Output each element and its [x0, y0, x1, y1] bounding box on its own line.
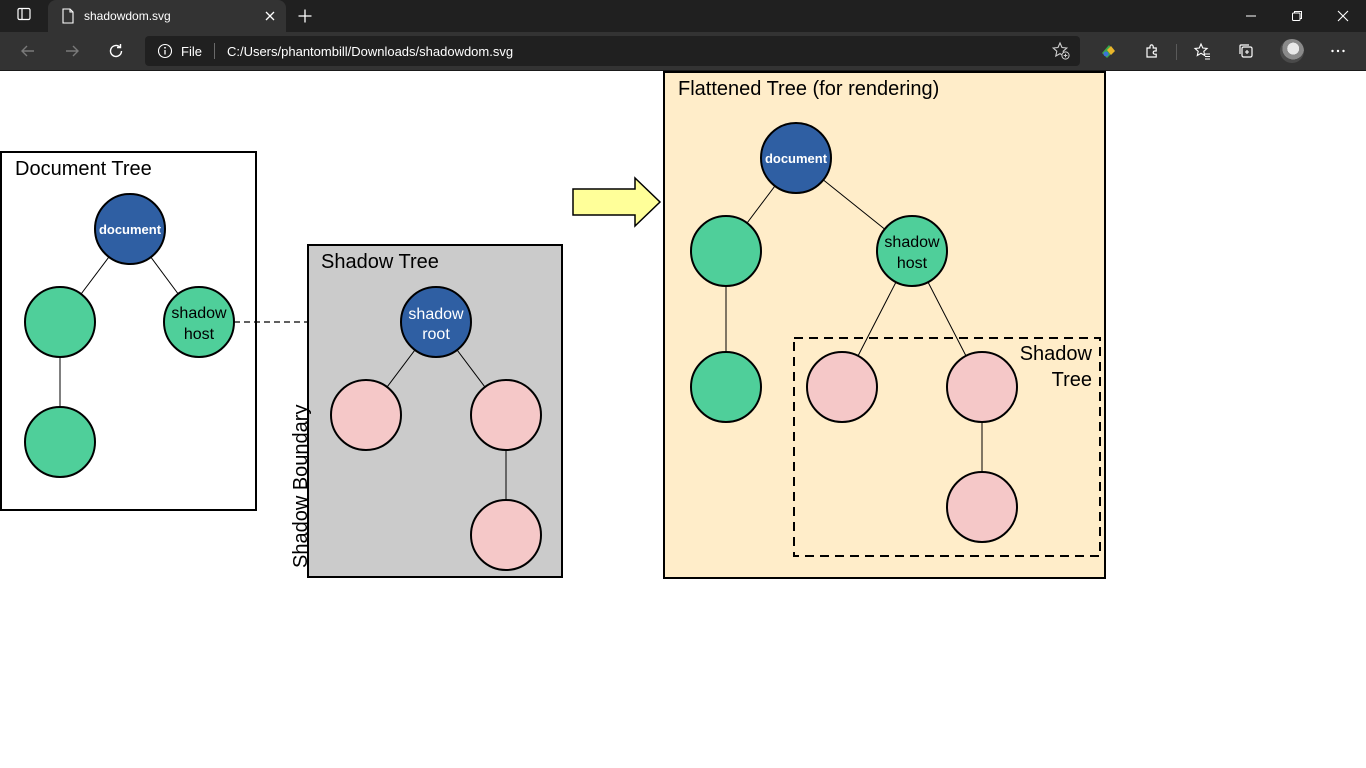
close-tab-button[interactable] [258, 4, 282, 28]
url-text[interactable]: C:/Users/phantombill/Downloads/shadowdom… [226, 43, 514, 59]
shadow-root-label-line1: shadow [408, 306, 464, 323]
tab-actions-button[interactable] [8, 4, 40, 28]
favorites-button[interactable] [1186, 36, 1218, 66]
more-icon [1331, 49, 1345, 53]
close-window-button[interactable] [1320, 0, 1366, 32]
favorites-icon [1193, 42, 1210, 60]
back-arrow-icon [21, 45, 34, 57]
avatar[interactable] [1280, 39, 1304, 63]
address-separator [213, 43, 215, 59]
extension-color-icon [1102, 45, 1115, 58]
shadow-tree-region-label-line1: Shadow [1020, 343, 1093, 365]
shadow-tree-title: Shadow Tree [321, 251, 439, 273]
shadow-element-node [806, 351, 878, 423]
document-node [94, 193, 166, 265]
collections-icon [1239, 44, 1253, 58]
shadow-element-node [470, 499, 542, 571]
shadow-tree-region [793, 337, 1101, 557]
element-node [24, 406, 96, 478]
element-node [24, 286, 96, 358]
shadow-host-label-line2: host [184, 326, 215, 343]
tab-actions-icon [16, 6, 32, 27]
refresh-icon [109, 44, 123, 58]
tab-strip: shadowdom.svg [0, 0, 1366, 32]
new-tab-button[interactable] [292, 4, 318, 28]
flatten-arrow [572, 176, 662, 228]
shadow-host-node [163, 286, 235, 358]
star-plus-icon [1051, 41, 1070, 60]
shadow-host-label-line1: shadow [884, 234, 940, 251]
shadow-host-node [876, 215, 948, 287]
puzzle-icon [1146, 44, 1157, 58]
flattened-tree-box [663, 71, 1106, 579]
shadow-element-node [946, 471, 1018, 543]
shadow-host-label-line2: host [897, 255, 928, 272]
browser-toolbar: File C:/Users/phantombill/Downloads/shad… [0, 32, 1366, 71]
shadow-host-label-line1: shadow [171, 305, 227, 322]
more-button[interactable] [1322, 36, 1354, 66]
toolbar-separator [1176, 44, 1177, 60]
shadow-tree-region-label-line2: Tree [1052, 369, 1092, 391]
document-node-label: document [765, 151, 828, 166]
document-tree-panel: Document Tree document shadow host [0, 151, 257, 511]
shadow-root-label-line2: root [422, 326, 450, 343]
shadow-dom-diagram: Document Tree document shadow host Shado… [0, 71, 1106, 579]
add-favorite-button[interactable] [1046, 38, 1076, 64]
info-icon[interactable] [157, 43, 173, 59]
close-icon [265, 11, 275, 21]
file-icon [60, 8, 76, 24]
element-node [690, 215, 762, 287]
shadow-element-node [330, 379, 402, 451]
shadow-element-node [470, 379, 542, 451]
element-node [690, 351, 762, 423]
refresh-button[interactable] [100, 36, 132, 66]
browser-tab[interactable]: shadowdom.svg [48, 0, 286, 32]
close-icon [1337, 10, 1349, 22]
restore-icon [1292, 11, 1302, 21]
forward-button[interactable] [56, 36, 88, 66]
flattened-tree-panel: Flattened Tree (for rendering) Shadow Tr… [663, 71, 1106, 579]
minimize-icon [1246, 15, 1256, 17]
document-node-label: document [99, 222, 162, 237]
extensions-button[interactable] [1137, 36, 1169, 66]
flattened-tree-title: Flattened Tree (for rendering) [678, 78, 939, 100]
collections-button[interactable] [1230, 36, 1262, 66]
shadow-tree-panel: Shadow Tree Shadow Boundary shadow root [290, 244, 563, 578]
document-node [760, 122, 832, 194]
back-button[interactable] [12, 36, 44, 66]
restore-button[interactable] [1274, 0, 1320, 32]
minimize-button[interactable] [1228, 0, 1274, 32]
shadow-element-node [946, 351, 1018, 423]
shadow-boundary-label: Shadow Boundary [290, 405, 312, 568]
address-bar[interactable]: File C:/Users/phantombill/Downloads/shad… [145, 36, 1080, 66]
plus-icon [298, 9, 312, 23]
shadow-root-node [400, 286, 472, 358]
page-content: Document Tree document shadow host Shado… [0, 71, 1366, 768]
document-tree-title: Document Tree [15, 158, 152, 180]
address-scheme-label: File [181, 43, 202, 59]
tab-title: shadowdom.svg [84, 9, 171, 23]
forward-arrow-icon [66, 45, 79, 57]
extension-button[interactable] [1093, 36, 1125, 66]
